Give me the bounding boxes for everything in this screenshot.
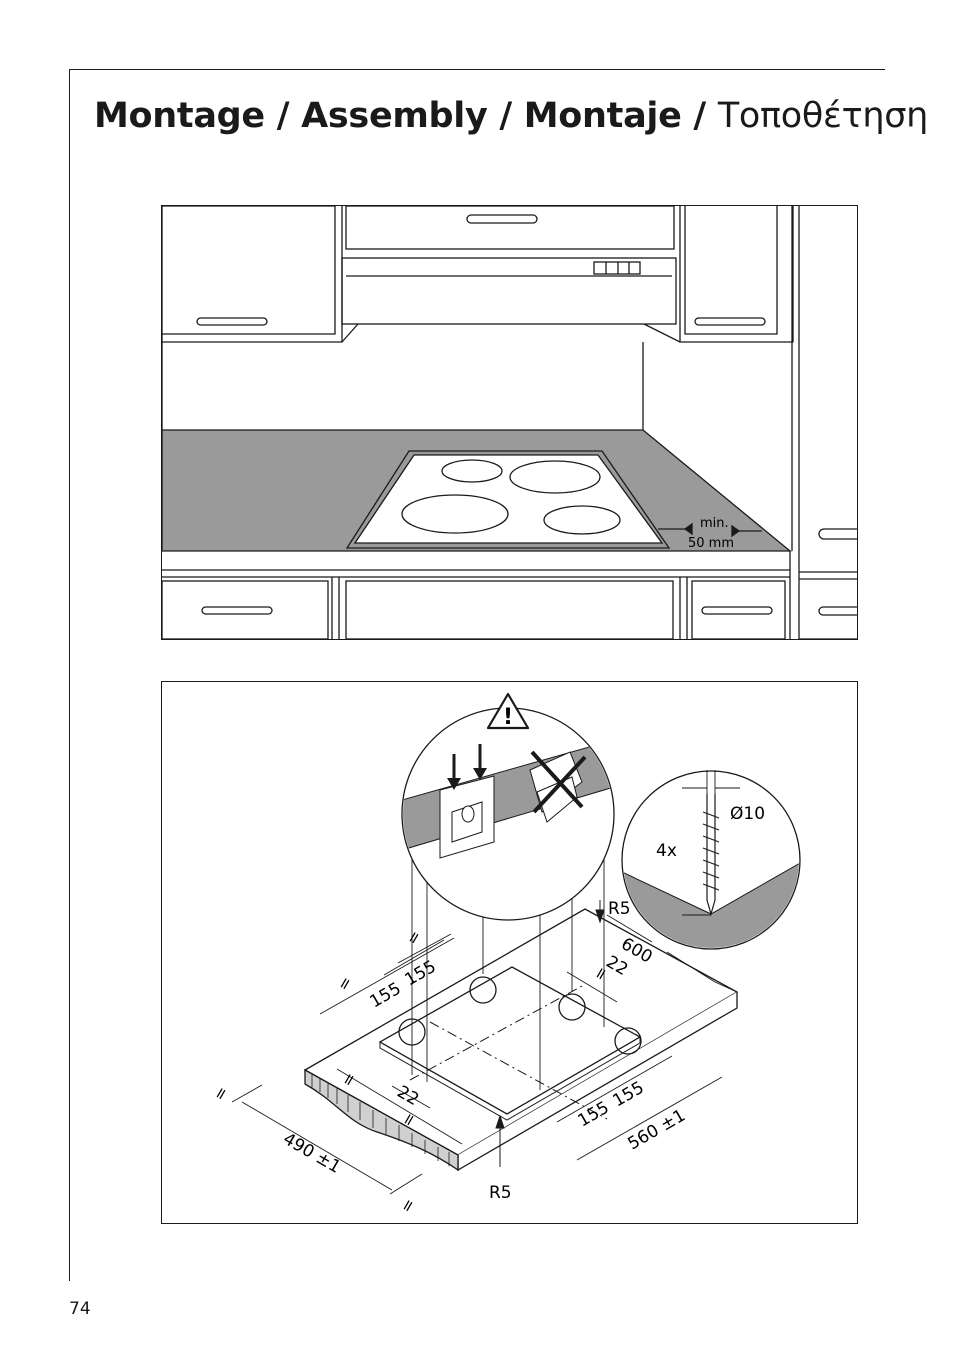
handle-icon [201, 606, 273, 615]
svg-text:=: = [396, 1195, 419, 1216]
cutout-dimensions-figure: ! Ø10 4x [161, 681, 858, 1224]
kitchen-installation-figure: min. 50 mm [161, 205, 858, 640]
clearance-label-min: min. [700, 516, 729, 531]
handle-icon [818, 528, 857, 540]
title-latin: Montage / Assembly / Montaje / [94, 96, 706, 136]
page-title: Montage / Assembly / Montaje / Τοποθέτησ… [94, 92, 928, 140]
worktop-section [304, 1068, 459, 1172]
handle-icon [196, 317, 268, 326]
screw-count-label: 4x [656, 841, 677, 861]
svg-text:=: = [402, 927, 425, 948]
hole-spacing-label: 155 [367, 979, 405, 1013]
clearance-label-mm: 50 mm [688, 536, 734, 551]
svg-text:=: = [333, 973, 356, 994]
hotplate [543, 505, 621, 535]
base-cabinet-right [691, 580, 786, 639]
base-cabinet-center [345, 580, 674, 639]
handle-icon [701, 606, 773, 615]
radius-label-top: R5 [608, 899, 631, 919]
fixing-holes [398, 976, 642, 1055]
left-rule [69, 69, 70, 1281]
width-560-label: 560 ±1 [625, 1106, 689, 1155]
hotplate [401, 494, 509, 534]
depth-490-label: 490 ±1 [280, 1129, 344, 1178]
handle-icon [466, 214, 538, 224]
svg-text:=: = [209, 1083, 232, 1104]
upper-center-cabinet [345, 206, 675, 250]
equal-marks: = = = = = = = [209, 927, 612, 1216]
base-cabinet-left [162, 580, 329, 639]
drill-diameter-label: Ø10 [730, 804, 765, 824]
hood-controls [593, 261, 641, 275]
page-number: 74 [69, 1299, 91, 1319]
cross-out-icon [530, 750, 587, 814]
clearance-arrows [658, 522, 762, 538]
hole-spacing-label: 155 [575, 1098, 613, 1132]
arrow-icon [452, 744, 482, 780]
top-rule [69, 69, 885, 70]
warning-triangle-icon: ! [486, 692, 530, 730]
hotplate [441, 459, 503, 483]
cutout-drawing: ! Ø10 4x [209, 692, 801, 1216]
title-greek: Τοποθέτηση [717, 96, 929, 136]
handle-icon [694, 317, 766, 326]
svg-text:!: ! [503, 705, 513, 730]
screw-icon [702, 794, 720, 917]
hole-spacing-label: 155 [610, 1078, 648, 1112]
wall-cabinet-right [679, 206, 794, 343]
radius-label-bottom: R5 [489, 1183, 512, 1203]
wall-cabinet-left [162, 206, 336, 335]
hob [345, 450, 671, 549]
handle-icon [818, 606, 857, 616]
cooker-hood [341, 257, 677, 325]
hotplate [509, 460, 601, 494]
kitchen-drawing: min. 50 mm [162, 206, 857, 639]
